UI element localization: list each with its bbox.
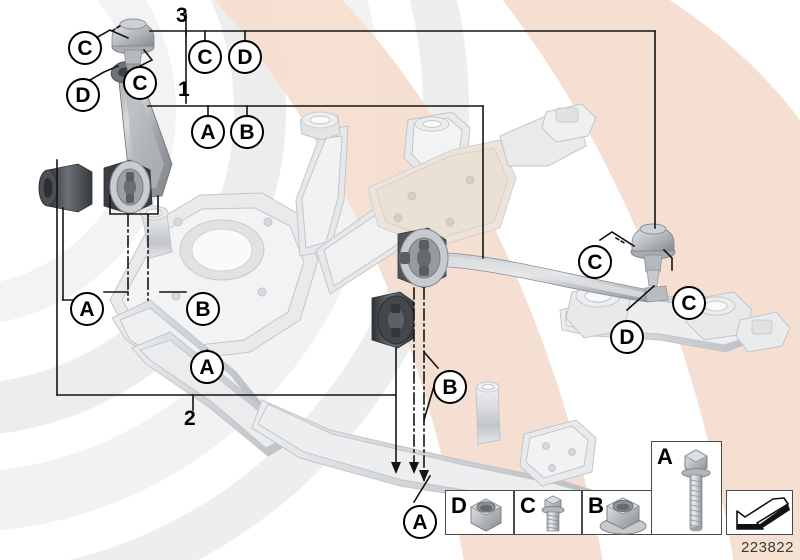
legend-item-d (445, 490, 514, 535)
legend-item-a (651, 441, 722, 535)
legend-item-c (514, 490, 582, 535)
front-axle-subframe (109, 103, 791, 513)
direction-marker (726, 490, 793, 535)
callout-b-center-low[interactable]: B (433, 370, 467, 404)
callout-a-bracket1-1[interactable]: A (191, 115, 225, 149)
callout-c-top-mid[interactable]: C (123, 66, 157, 100)
legend-letter-d: D (451, 493, 467, 518)
callout-b-left-mid[interactable]: B (186, 292, 220, 326)
tension-strut-arm (429, 251, 669, 303)
callout-a-left-mid[interactable]: A (70, 292, 104, 326)
legend-letter-c: C (520, 493, 536, 518)
callout-d-top-left[interactable]: D (66, 78, 100, 112)
flange-bolt-long-icon (681, 449, 711, 532)
legend-letter-a: A (657, 444, 673, 469)
hex-nut-icon (470, 498, 502, 532)
flange-nut-icon (599, 497, 647, 535)
legend-item-b (582, 490, 652, 535)
arrow-3d-icon (736, 497, 790, 530)
callout-c-bracket3-1[interactable]: C (188, 40, 222, 74)
group-number-2: 2 (184, 407, 196, 430)
callout-b-bracket1-1[interactable]: B (230, 115, 264, 149)
bushing-with-sleeve-center (397, 227, 449, 289)
callout-c-right-1[interactable]: C (578, 245, 612, 279)
bushing-with-sleeve-left (103, 159, 153, 215)
callout-a-bottom[interactable]: A (403, 505, 437, 539)
ball-joint-right (630, 223, 676, 287)
rubber-bushing-center (371, 291, 415, 349)
callout-c-right-2[interactable]: C (672, 286, 706, 320)
callout-d-bracket3-1[interactable]: D (228, 40, 262, 74)
group-number-3: 3 (176, 4, 188, 27)
flange-bolt-short-icon (541, 495, 565, 532)
callout-a-left-low[interactable]: A (190, 350, 224, 384)
legend-letter-b: B (588, 493, 604, 518)
callout-d-right[interactable]: D (610, 320, 644, 354)
group-number-1: 1 (178, 78, 190, 101)
callout-c-top-left[interactable]: C (68, 31, 102, 65)
part-number-label: 223822 (740, 539, 794, 556)
